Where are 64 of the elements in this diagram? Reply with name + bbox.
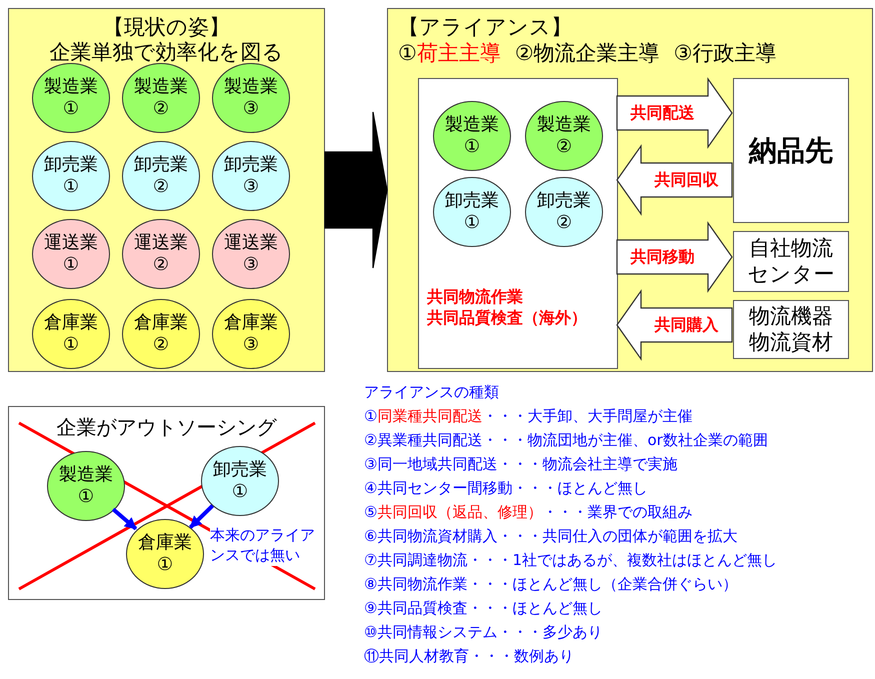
panel-heading: 【アライアンス】 — [398, 15, 573, 40]
circle-label: 製造業① — [58, 464, 114, 508]
box-label: 自社物流センター — [746, 236, 836, 287]
circle-label: 倉庫業① — [136, 532, 193, 576]
list-item: ⑩共同情報システム・・・多少あり — [364, 622, 604, 643]
edge-label: 共同配送 — [630, 105, 694, 121]
list-item: ④共同センター間移動・・・ほとんど無し — [364, 478, 648, 499]
target-box — [733, 231, 849, 292]
circle-label: 倉庫業② — [132, 312, 189, 356]
panel — [387, 8, 873, 372]
target-box — [733, 78, 849, 223]
panel-heading: ①荷主主導 — [398, 40, 501, 66]
list-item: ⑦共同調達物流・・・1社ではあるが、複数社はほとんど無し — [364, 550, 777, 571]
edge-label: 共同回収 — [654, 172, 718, 188]
panel — [8, 8, 325, 372]
list-item: ⑧共同物流作業・・・ほとんど無し（企業合併ぐらい） — [364, 574, 738, 595]
circle-node — [126, 519, 204, 589]
arrow — [189, 504, 214, 529]
block-arrow — [616, 289, 733, 361]
circle-label: 運送業③ — [222, 232, 279, 276]
block-arrow — [616, 77, 733, 149]
circle-label: 製造業② — [536, 114, 592, 158]
circle-label: 卸売業② — [536, 190, 592, 234]
list-item: ⑪共同人材教育・・・数例あり — [364, 646, 575, 667]
group-box — [418, 78, 618, 369]
circle-label: 卸売業① — [444, 190, 500, 234]
block-arrow — [616, 144, 733, 216]
panel-heading: 企業単独で効率化を図る — [50, 40, 284, 66]
activity-text: 共同品質検査（海外） — [427, 308, 587, 329]
edge-label: 共同購入 — [654, 317, 718, 333]
list-item: ②異業種共同配送・・・物流団地が主催、or数社企業の範囲 — [364, 430, 769, 451]
edge-label: 共同移動 — [630, 249, 694, 265]
block-arrow — [324, 111, 388, 269]
activity-text: 共同物流作業 — [427, 287, 524, 308]
target-box — [733, 300, 849, 359]
box-label: 納品先 — [749, 134, 833, 168]
panel-heading: 企業がアウトソーシング — [56, 415, 276, 439]
panel-heading: ②物流企業主導 — [514, 40, 660, 66]
box-label: 物流資材 — [748, 330, 834, 355]
box-label: 物流機器 — [748, 304, 834, 330]
list-item: ⑥共同物流資材購入・・・共同仕入の団体が範囲を拡大 — [364, 526, 738, 547]
list-item: ①同業種共同配送・・・大手卸、大手問屋が主催 — [364, 406, 694, 427]
circle-label: 製造業① — [42, 76, 99, 120]
list-item: ⑨共同品質検査・・・ほとんど無し — [364, 598, 604, 619]
list-item: ③同一地域共同配送・・・物流会社主導で実施 — [364, 454, 678, 475]
list-item: ⑤共同回収（返品、修理）・・・業界での取組み — [364, 502, 694, 523]
panel — [8, 406, 325, 600]
circle-label: 運送業① — [42, 232, 99, 276]
circle-label: 卸売業② — [132, 154, 189, 198]
circle-label: 製造業② — [132, 76, 189, 120]
panel-heading: ③行政主導 — [674, 40, 776, 66]
list-heading: アライアンスの種類 — [364, 382, 500, 403]
circle-label: 卸売業① — [212, 459, 268, 503]
circle-label: 卸売業① — [42, 154, 99, 198]
circle-label: 卸売業③ — [222, 154, 279, 198]
circle-label: 倉庫業① — [42, 312, 99, 356]
panel-heading: 【現状の姿】 — [103, 15, 230, 40]
arrow — [112, 508, 138, 530]
circle-label: 倉庫業③ — [222, 312, 279, 356]
circle-label: 運送業② — [132, 232, 189, 276]
circle-label: 製造業③ — [222, 76, 279, 120]
circle-label: 製造業① — [444, 114, 500, 158]
circle-node — [47, 451, 125, 521]
block-arrow — [616, 221, 733, 293]
